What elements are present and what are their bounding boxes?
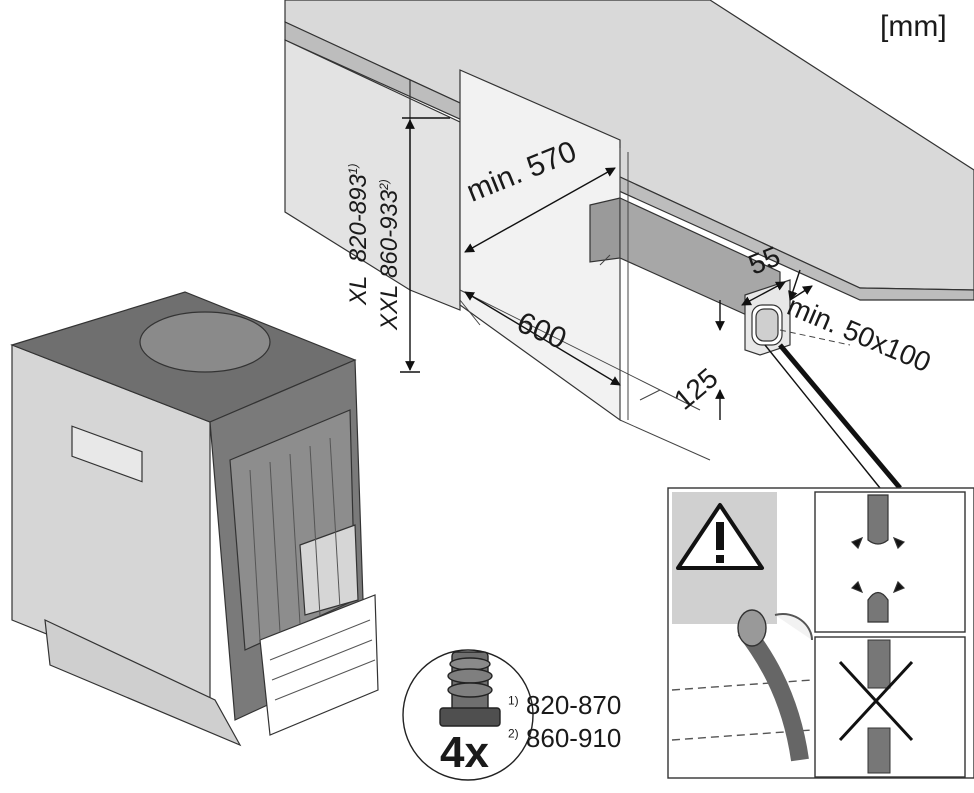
hose-pinch-icon (850, 494, 906, 623)
xxl-height-label: XXL 860-9332) (376, 179, 404, 330)
hose-kink-forbidden-icon (838, 639, 914, 774)
adjustable-foot-icon (402, 649, 534, 781)
foot-range-1: 1) 820-870 (508, 690, 621, 721)
unit-label: [mm] (880, 10, 947, 43)
foot-value-1: 820-870 (525, 690, 622, 720)
xl-height-label: XL 820-8931) (345, 164, 373, 305)
foot-note-2: 2) (508, 726, 519, 741)
foot-range-2: 2) 860-910 (508, 723, 621, 754)
xxl-model: XXL (376, 284, 403, 330)
foot-value-2: 860-910 (525, 723, 622, 753)
xl-range: 820-893 (345, 174, 372, 263)
xxl-range: 860-933 (376, 189, 403, 278)
xl-model: XL (345, 275, 372, 305)
foot-count: 4x (440, 728, 489, 777)
foot-note-1: 1) (508, 693, 519, 708)
warning-icon (676, 503, 764, 570)
xxl-note: 2) (377, 179, 391, 190)
xl-note: 1) (346, 163, 360, 175)
dishwasher-illustration (10, 291, 379, 747)
dimension-lines (400, 117, 813, 420)
detail-pointer (764, 343, 902, 490)
